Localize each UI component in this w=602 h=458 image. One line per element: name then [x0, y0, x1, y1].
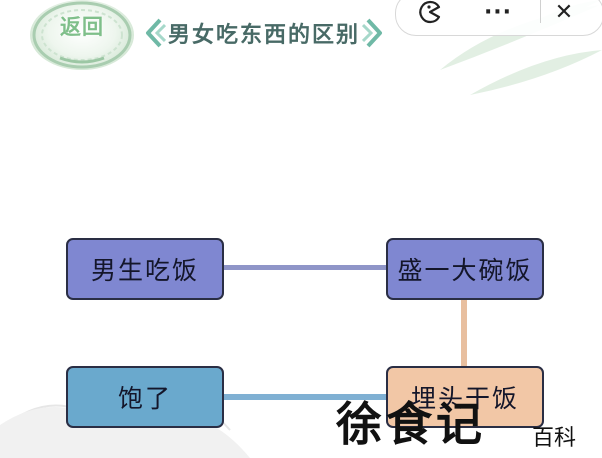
node-label: 饱了 [117, 384, 172, 413]
capsule-divider [540, 0, 541, 23]
node-label: 男生吃饭 [90, 256, 199, 285]
page-title: 男女吃东西的区别 [168, 23, 361, 48]
chevron-left-icon [146, 18, 166, 48]
node-label: 埋头干饭 [410, 384, 519, 413]
watermark-title: 徐食记 [336, 397, 486, 451]
pacman-icon [419, 0, 441, 24]
link-full-to-eat-hard [223, 394, 389, 400]
chevron-right-icon [362, 18, 383, 48]
back-button[interactable]: 返回 [30, 0, 134, 70]
game-center-button[interactable] [410, 0, 450, 31]
back-label: 返回 [60, 15, 104, 39]
miniprogram-capsule: ··· ✕ [395, 0, 602, 36]
link-big-bowl-to-eat-hard [461, 298, 467, 370]
more-options-button[interactable]: ··· [462, 0, 534, 31]
close-icon: ✕ [554, 0, 574, 25]
link-male-eat-to-big-bowl [222, 265, 388, 270]
badge-ornament-icon [32, 1, 132, 69]
watermark-subtitle: 百科 [532, 426, 577, 451]
node-eat-hard[interactable]: 埋头干饭 [386, 366, 544, 428]
node-full[interactable]: 饱了 [66, 366, 224, 428]
node-big-bowl[interactable]: 盛一大碗饭 [386, 238, 544, 300]
title-banner: 男女吃东西的区别 [142, 14, 460, 52]
more-dots-icon: ··· [483, 0, 513, 25]
node-male-eat[interactable]: 男生吃饭 [66, 238, 224, 300]
close-button[interactable]: ✕ [544, 0, 584, 31]
node-label: 盛一大碗饭 [397, 256, 533, 285]
